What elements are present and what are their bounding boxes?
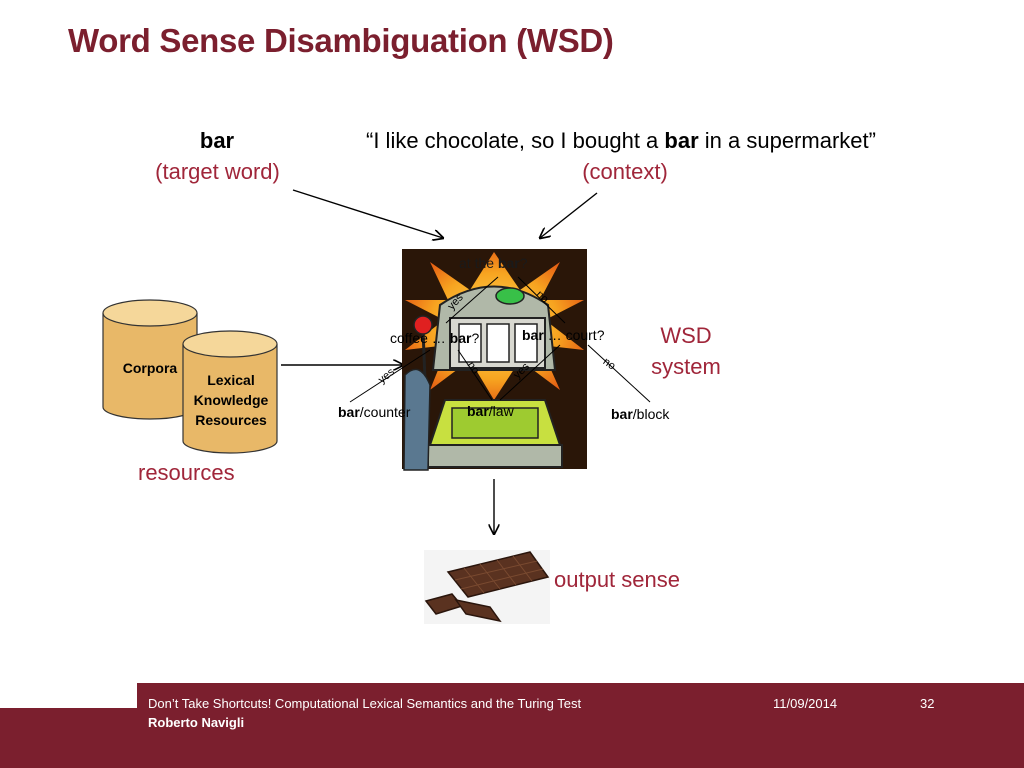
footer-date: 11/09/2014	[773, 696, 838, 711]
lkr-label-line2: Knowledge	[193, 392, 269, 408]
tree-root-node: at the bar?	[459, 255, 528, 271]
slot-machine-image	[402, 249, 587, 471]
tree-root-word: bar	[497, 255, 520, 271]
target-word-caption: (target word)	[155, 159, 280, 184]
lkr-label-line1: Lexical	[207, 372, 255, 388]
chocolate-bar-image	[424, 550, 550, 624]
footer	[137, 683, 1024, 768]
wsd-caption-line1: WSD	[660, 323, 712, 348]
tree-root-pre: at the	[459, 255, 498, 271]
leaf-counter-sense: /counter	[359, 404, 411, 420]
corpora-cylinder	[102, 299, 198, 420]
arrow-context-to-system	[540, 192, 598, 238]
target-word: bar	[199, 128, 235, 153]
resources-caption: resources	[138, 460, 235, 485]
context-target-word: bar	[664, 128, 699, 153]
lkr-cylinder	[182, 330, 278, 454]
wsd-caption-line2: system	[651, 354, 721, 379]
lkr-label: Lexical Knowledge Resources	[183, 370, 279, 430]
context-quote-close: in a supermarket”	[698, 128, 876, 153]
arrow-target-to-system	[292, 189, 443, 238]
context-sentence: “I like chocolate, so I bought a bar in …	[366, 128, 876, 154]
output-sense-caption: output sense	[554, 567, 680, 592]
leaf-block-word: bar	[611, 406, 633, 422]
leaf-block-sense: /block	[632, 406, 670, 422]
wsd-system-caption: WSD system	[636, 320, 736, 382]
corpora-label: Corpora	[122, 360, 178, 376]
footer-author: Roberto Navigli	[148, 715, 245, 730]
tree-right-node: bar … court?	[522, 327, 605, 343]
tree-right-post: … court?	[543, 327, 605, 343]
leaf-counter-word: bar	[338, 404, 360, 420]
tree-left-node: coffee … bar?	[390, 330, 479, 346]
tree-left-word: bar	[449, 330, 472, 346]
tree-leaf-block: bar/block	[611, 406, 669, 422]
context-caption: (context)	[582, 159, 668, 184]
footer-page-number: 32	[920, 696, 935, 711]
tree-left-post: ?	[471, 330, 480, 346]
slide-title: Word Sense Disambiguation (WSD)	[68, 22, 614, 59]
tree-leaf-law: bar/law	[467, 403, 514, 419]
leaf-law-word: bar	[467, 403, 489, 419]
tree-leaf-counter: bar/counter	[338, 404, 410, 420]
lkr-label-line3: Resources	[195, 412, 267, 428]
context-quote-open: “I like chocolate, so I bought a	[366, 128, 665, 153]
tree-root-post: ?	[519, 255, 528, 271]
tree-right-word: bar	[522, 327, 544, 343]
footer-talk-title: Don’t Take Shortcuts! Computational Lexi…	[148, 696, 582, 711]
leaf-law-sense: /law	[488, 403, 514, 419]
tree-left-pre: coffee …	[390, 330, 450, 346]
decision-tree-edges	[349, 276, 651, 403]
